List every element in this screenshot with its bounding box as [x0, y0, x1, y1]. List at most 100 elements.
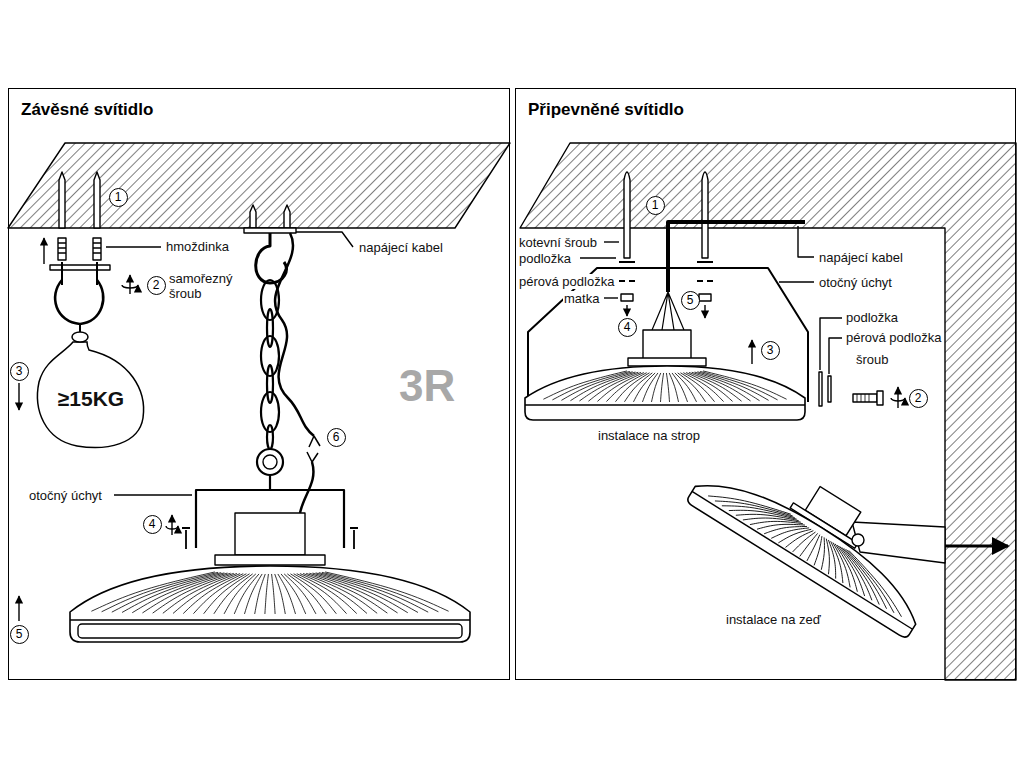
wall-screw — [945, 545, 1008, 548]
cooling-fin — [265, 574, 269, 614]
callout-number: 3 — [761, 341, 780, 360]
cooling-fin — [204, 574, 250, 614]
callout-number: 6 — [327, 428, 346, 447]
hook-loop — [55, 280, 103, 324]
cooling-fin — [757, 505, 805, 550]
cooling-fin — [651, 373, 660, 402]
cooling-fin — [297, 574, 357, 614]
pivot — [852, 534, 864, 546]
cooling-fin — [322, 572, 438, 611]
lamp-rim — [692, 491, 912, 629]
ceiling-slab — [8, 143, 510, 228]
part-label: podložka — [845, 310, 899, 325]
spring-washer — [828, 376, 831, 402]
direction-arrow — [18, 596, 19, 621]
part-label: napájecí kabel — [818, 250, 904, 265]
lamp-rim — [525, 404, 805, 405]
callout-number: 2 — [909, 389, 928, 408]
washer — [819, 372, 822, 406]
part-label: napájecí kabel — [358, 240, 444, 255]
mount-plate — [50, 265, 110, 270]
leader-line — [296, 232, 353, 247]
weight-bag — [38, 342, 144, 448]
cooling-fin — [275, 574, 286, 614]
leader-line — [106, 246, 161, 247]
cooling-fin — [588, 372, 641, 401]
wall-plug — [93, 238, 101, 260]
cooling-fin — [281, 574, 306, 614]
screw-head — [877, 391, 883, 405]
part-label: pérová podložka — [845, 330, 942, 345]
callout-number: 2 — [147, 276, 166, 295]
anchor-screw — [624, 172, 630, 258]
direction-arrow — [704, 305, 705, 318]
chain-link — [267, 425, 273, 449]
wall-plug — [58, 238, 66, 260]
anchor-bolt — [59, 172, 65, 228]
leader-line — [604, 241, 619, 242]
cooling-fin — [183, 574, 243, 614]
callout-number: 5 — [10, 625, 29, 644]
cooling-fin — [306, 573, 387, 613]
caption-label: instalace na strop — [597, 428, 701, 443]
washer — [619, 261, 635, 263]
direction-arrow — [626, 305, 627, 316]
cooling-fin — [809, 537, 837, 569]
callout-number: 4 — [618, 318, 637, 337]
lamp-cable — [300, 462, 313, 513]
cooling-fin — [642, 373, 657, 402]
leader-line — [114, 494, 192, 495]
callout-number-text: 6 — [333, 431, 340, 444]
nut — [699, 294, 711, 301]
weight-tag: ≥15KG — [35, 330, 147, 452]
lamp-neck — [628, 358, 706, 366]
anchor-bolt — [250, 205, 256, 228]
callout-number: 1 — [109, 188, 128, 207]
part-label: pérová podložka — [518, 274, 615, 289]
screw — [62, 262, 97, 285]
cooling-fin — [708, 472, 791, 538]
plug-ribs — [58, 243, 101, 253]
cooling-fin — [316, 573, 418, 613]
leader-line — [829, 338, 842, 374]
cooling-fin — [669, 373, 678, 402]
leader-line — [580, 257, 616, 258]
part-label: samořezný šroub — [168, 271, 244, 301]
lamp-body — [686, 459, 933, 639]
eye-bolt — [257, 449, 283, 475]
lamp-body — [70, 566, 470, 642]
cooling-fin — [771, 514, 809, 553]
anchor-bolt — [284, 205, 290, 228]
cooling-fin — [813, 540, 851, 579]
direction-arrow — [43, 238, 44, 264]
cooling-fin — [193, 574, 246, 614]
cooling-fin — [764, 509, 807, 551]
callout-number-text: 2 — [915, 392, 922, 405]
cooling-fin — [606, 373, 646, 402]
section-heading: Závěsné svítidlo — [21, 100, 153, 120]
callout-number-text: 3 — [16, 365, 23, 378]
callout-number-text: 1 — [115, 191, 122, 204]
part-label: otočný úchyt — [28, 488, 103, 503]
cooling-fin — [244, 574, 262, 614]
cable-wires — [307, 452, 318, 462]
callout-number-text: 4 — [624, 321, 631, 334]
callout-number: 1 — [646, 196, 665, 215]
nut — [621, 294, 633, 301]
cooling-fin — [703, 371, 787, 399]
cooling-fin — [834, 550, 917, 616]
screw-thread — [857, 394, 869, 402]
leader-line — [779, 281, 814, 282]
cooling-fin — [750, 500, 803, 548]
part-label: kotevní šroub — [518, 235, 598, 250]
chain-link — [267, 365, 273, 403]
cooling-fin — [675, 373, 697, 402]
callout-number-text: 2 — [153, 279, 160, 292]
callout-number: 5 — [681, 291, 700, 310]
callout-number: 3 — [10, 362, 29, 381]
cooling-fin — [309, 573, 397, 613]
drawing-group — [8, 143, 1016, 680]
lamp-body — [525, 366, 805, 420]
callout-number-text: 1 — [652, 199, 659, 212]
part-label: podložka — [518, 251, 572, 266]
